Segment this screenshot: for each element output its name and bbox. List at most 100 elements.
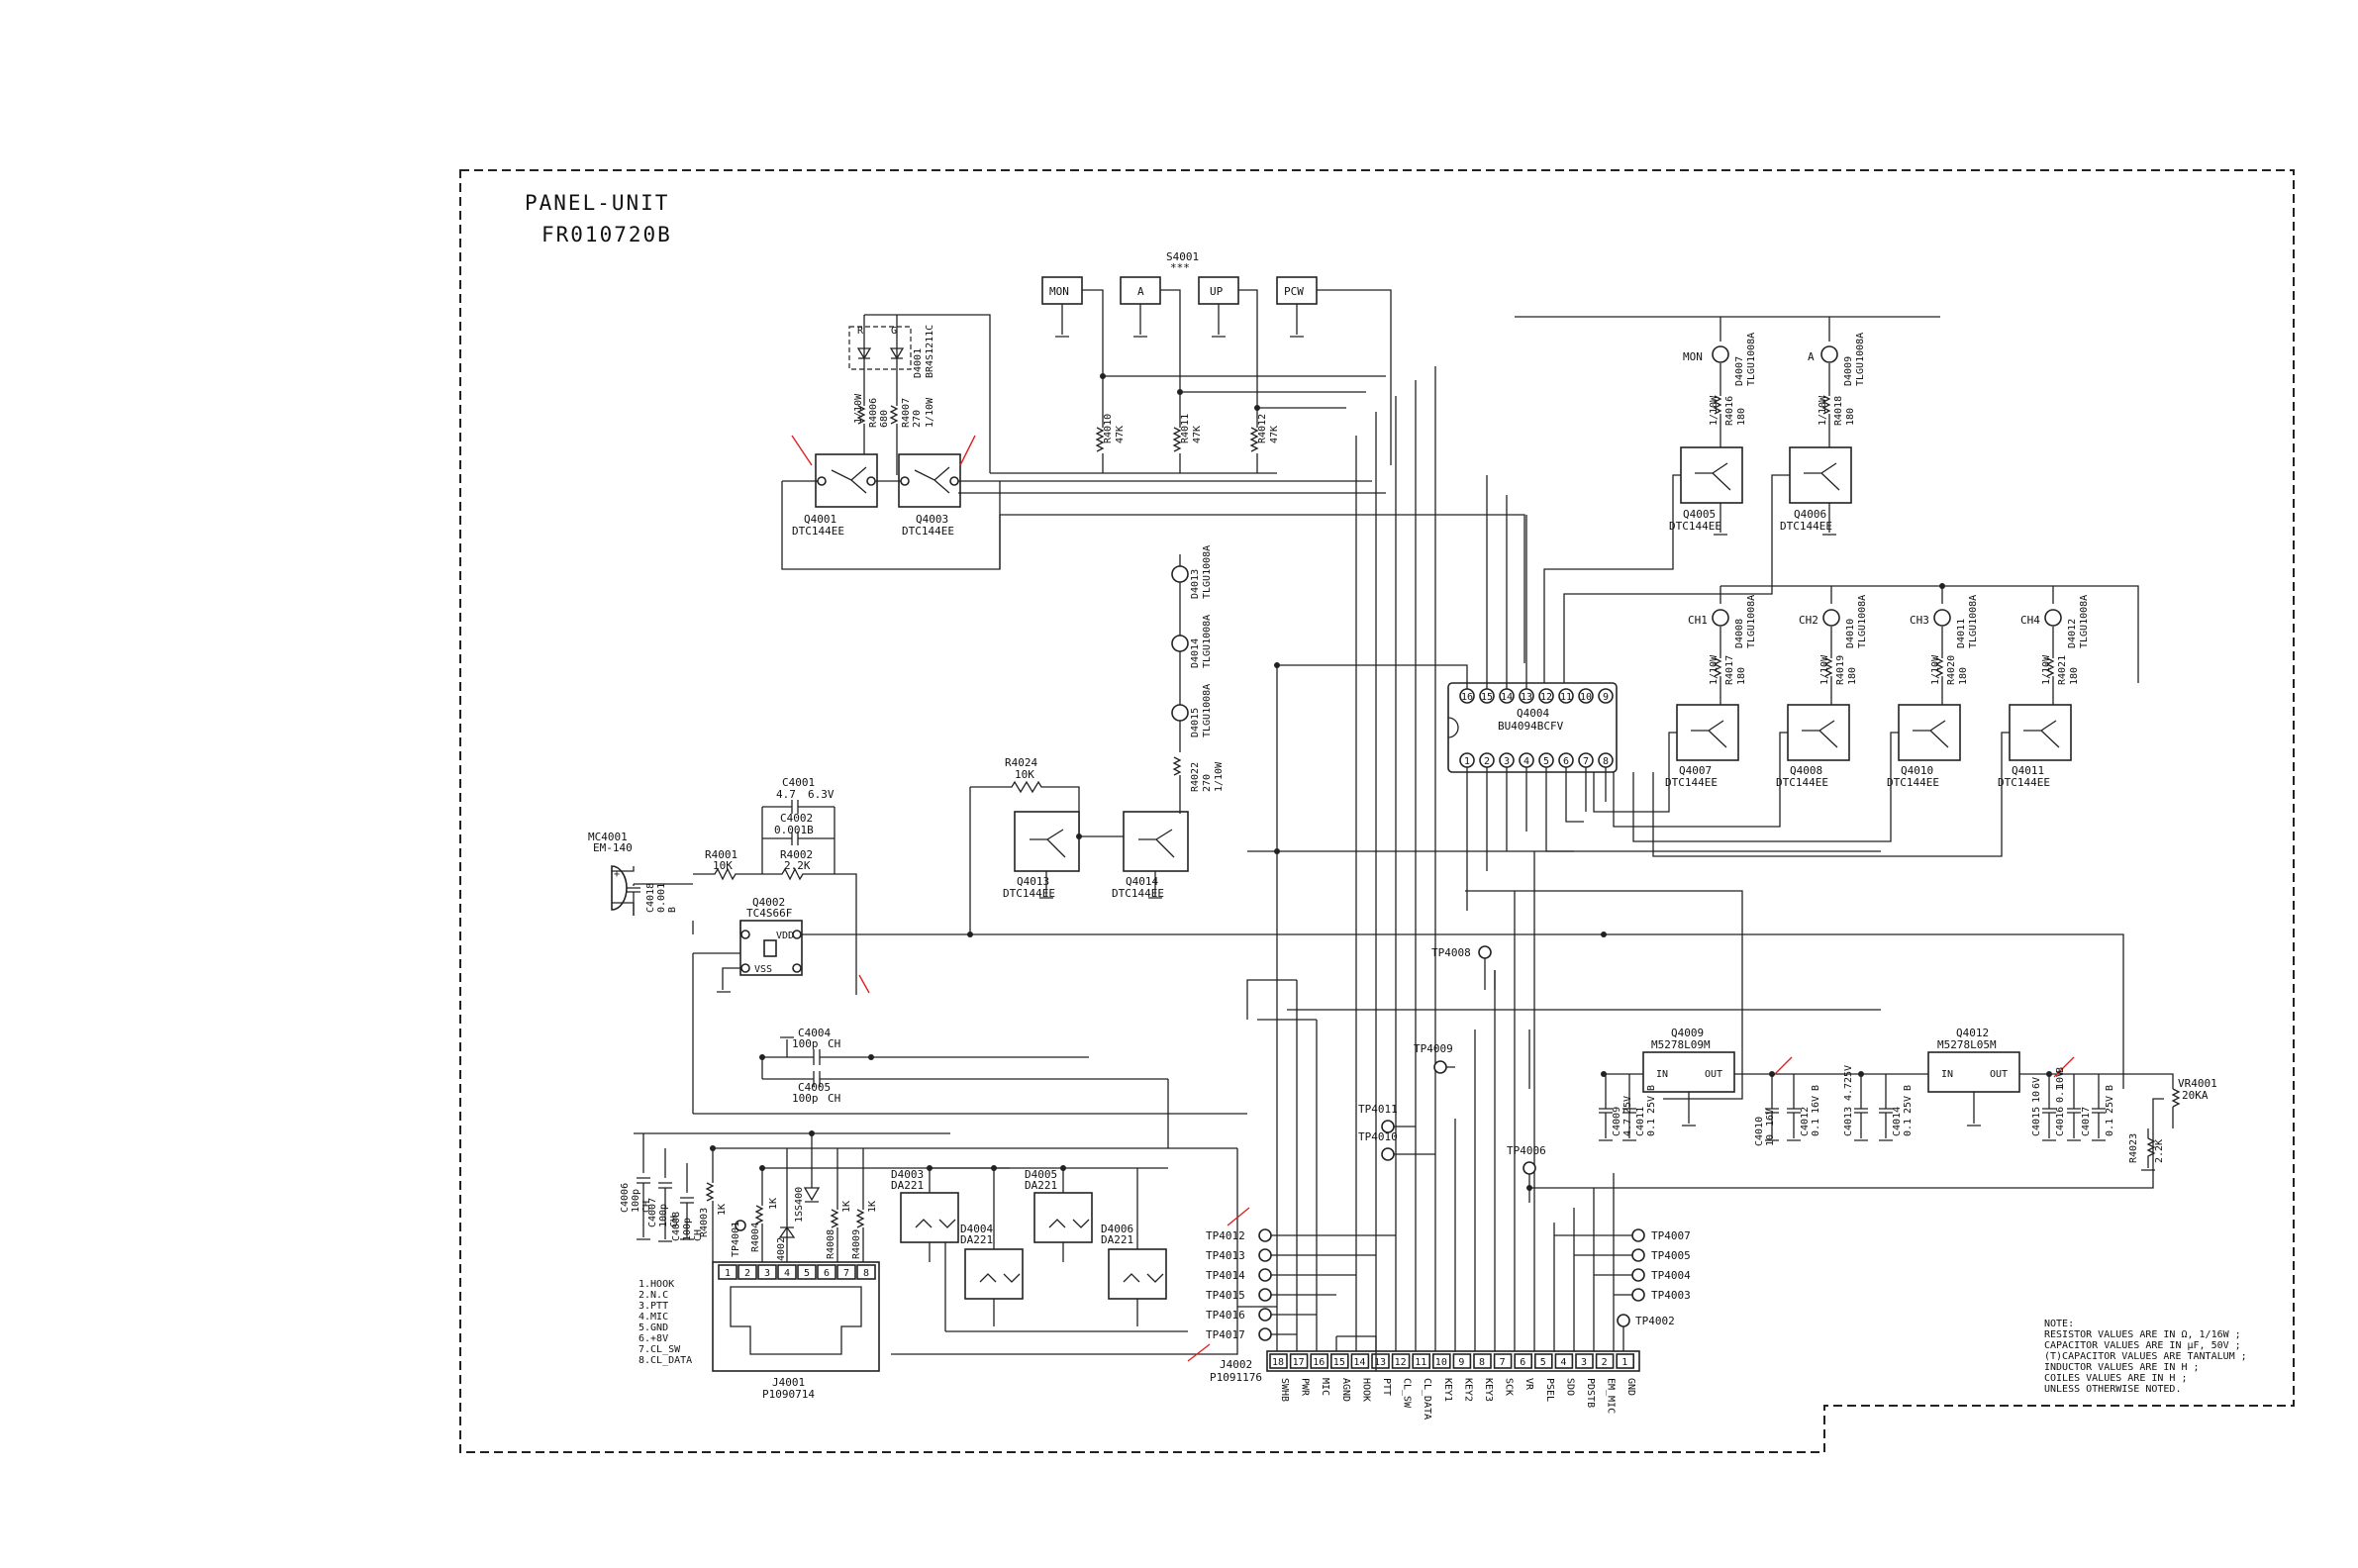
- tp4003-label: TP4003: [1651, 1289, 1691, 1302]
- tp4015[interactable]: [1258, 1288, 1272, 1302]
- c4018-value: 0.001: [656, 883, 667, 913]
- j4002-pin-1: [1616, 1353, 1634, 1369]
- q4012-out: OUT: [1990, 1069, 2008, 1080]
- tp4006[interactable]: [1523, 1161, 1536, 1175]
- tp4009[interactable]: [1433, 1060, 1447, 1074]
- q4004-pin13: 13: [1521, 692, 1532, 703]
- tp4012[interactable]: [1258, 1228, 1272, 1242]
- c4005-type: CH: [828, 1092, 840, 1105]
- j4002-pin-label: 4: [1560, 1357, 1566, 1368]
- vr4001-value: 20KA: [2182, 1089, 2209, 1102]
- c4008-ref: C4008: [671, 1212, 682, 1241]
- j4002-signal-label: HOOK: [1360, 1378, 1371, 1402]
- c4004-value: 100p: [792, 1037, 819, 1050]
- key-pcw-label: PCW: [1284, 285, 1304, 298]
- led-a-label: A: [1808, 350, 1815, 363]
- note-0: NOTE:: [2044, 1319, 2074, 1329]
- r4023-ref: R4023: [2128, 1133, 2139, 1163]
- r4018-power: 1/10W: [1818, 395, 1828, 426]
- tp4015-label: TP4015: [1206, 1289, 1245, 1302]
- tp4010-label: TP4010: [1358, 1130, 1398, 1143]
- r4023-value: 2.2K: [2154, 1139, 2165, 1163]
- r4008-value: 1K: [841, 1201, 852, 1213]
- tp4004-label: TP4004: [1651, 1269, 1691, 1282]
- q4011-ref: Q4011: [2012, 764, 2044, 777]
- r4016-value: 180: [1736, 408, 1747, 426]
- j4002-pin-label: 10: [1435, 1357, 1447, 1368]
- j4002-pin-label: 12: [1395, 1357, 1407, 1368]
- r4012-value: 47K: [1269, 426, 1280, 443]
- tp4002[interactable]: [1617, 1314, 1630, 1327]
- c4007-ref: C4007: [647, 1198, 658, 1227]
- c4013-value: 4.7: [1843, 1083, 1854, 1101]
- r4019-value: 180: [1847, 667, 1858, 685]
- j4002-signal-label: VR: [1523, 1378, 1534, 1391]
- c4005-value: 100p: [792, 1092, 819, 1105]
- c4001-ref: C4001: [782, 776, 815, 789]
- j4001-pin6: 6: [824, 1268, 830, 1279]
- note-4: INDUCTOR VALUES ARE IN H ;: [2044, 1362, 2200, 1373]
- tp4017[interactable]: [1258, 1327, 1272, 1341]
- r4017-power: 1/10W: [1709, 654, 1719, 685]
- r4018-ref: R4018: [1833, 396, 1844, 426]
- tp4008-label: TP4008: [1431, 946, 1471, 959]
- tp4014[interactable]: [1258, 1268, 1272, 1282]
- panel-code: FR010720B: [541, 223, 672, 246]
- mic-ref: MC4001: [588, 831, 628, 843]
- tp4003[interactable]: [1631, 1288, 1645, 1302]
- d4008-ref: D4008: [1734, 619, 1745, 648]
- q4004-pin15: 15: [1481, 692, 1493, 703]
- j4001-legend-2: 2.N.C: [639, 1290, 668, 1301]
- d4006-ref: D4006: [1101, 1223, 1133, 1235]
- note-2: CAPACITOR VALUES ARE IN μF, 50V ;: [2044, 1340, 2241, 1351]
- r4006-power: 1/10W: [853, 393, 864, 424]
- j4002-pin-5: [1534, 1353, 1553, 1369]
- q4004-pin11: 11: [1560, 692, 1572, 703]
- tp4013[interactable]: [1258, 1248, 1272, 1262]
- q4013-q4014: R4024 10K Q4013 DTC144EE Q4014 DTC144EE: [969, 756, 1189, 935]
- j4001-pin7: 7: [843, 1268, 849, 1279]
- q4007-part: DTC144EE: [1665, 776, 1718, 789]
- tp4010[interactable]: [1381, 1147, 1395, 1161]
- mic-section: MC4001 EM-140 + C4018 0.001 B: [588, 831, 693, 916]
- tp4007-label: TP4007: [1651, 1229, 1691, 1242]
- d4003-part: DA221: [891, 1179, 924, 1192]
- c4006-type: CH: [641, 1201, 652, 1213]
- q4004-pin3: 3: [1504, 756, 1510, 767]
- j4001-legend-1: 1.HOOK: [639, 1279, 674, 1290]
- mic-plus-icon: +: [614, 869, 620, 880]
- q4004-pin6: 6: [1563, 756, 1569, 767]
- q4005-ref: Q4005: [1683, 508, 1716, 521]
- r4021-value: 180: [2069, 667, 2080, 685]
- d4015-part: TLGU1008A: [1202, 684, 1213, 737]
- q4010-part: DTC144EE: [1887, 776, 1939, 789]
- tp4016[interactable]: [1258, 1308, 1272, 1322]
- r4007-ref: R4007: [901, 398, 912, 428]
- d4014-ref: D4014: [1190, 638, 1201, 668]
- c4014-ref: C4014: [1892, 1107, 1903, 1136]
- c4002-ref: C4002: [780, 812, 813, 825]
- q4002-vdd: VDD: [776, 931, 794, 941]
- tp4008[interactable]: [1478, 945, 1492, 959]
- j4001-legend-3: 3.PTT: [639, 1301, 668, 1312]
- q4009-part: M5278L09M: [1651, 1038, 1711, 1051]
- q4004-pin4: 4: [1523, 756, 1529, 767]
- d4001-ref: D4001: [913, 348, 924, 378]
- j4002-pin-label: 6: [1520, 1357, 1525, 1368]
- q4013-part: DTC144EE: [1003, 887, 1055, 900]
- q4012-ref: Q4012: [1956, 1027, 1989, 1039]
- tp4007[interactable]: [1631, 1228, 1645, 1242]
- r4009-value: 1K: [867, 1201, 878, 1213]
- j4001-legend-8: 8.CL_DATA: [639, 1355, 692, 1366]
- c4001-rating: 6.3V: [808, 788, 835, 801]
- c4017-ref: C4017: [2081, 1107, 2092, 1136]
- note-3: (T)CAPACITOR VALUES ARE TANTALUM ;: [2044, 1351, 2247, 1362]
- j4002-pin-16: [1310, 1353, 1328, 1369]
- d4002-ref: D4002: [776, 1237, 787, 1267]
- tp4004[interactable]: [1631, 1268, 1645, 1282]
- r4009-ref: R4009: [851, 1229, 862, 1259]
- tp4005[interactable]: [1631, 1248, 1645, 1262]
- r4021-ref: R4021: [2057, 655, 2068, 685]
- q4011-part: DTC144EE: [1998, 776, 2050, 789]
